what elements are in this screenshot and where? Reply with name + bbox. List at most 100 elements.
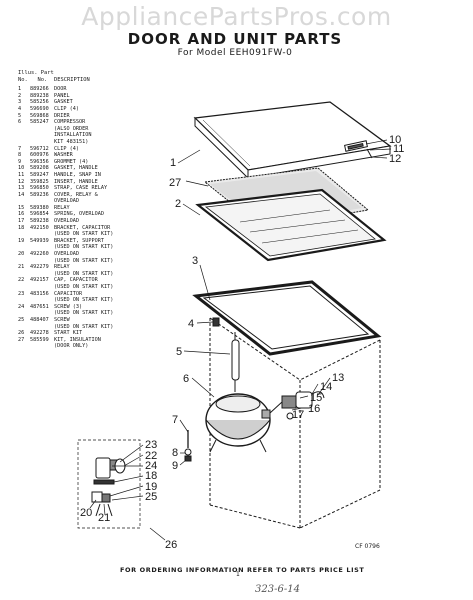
part-illus-no: 22 [18,277,25,284]
callout-27: 27 [169,177,181,189]
callout-16: 16 [308,403,320,415]
part-illus-no: 12 [18,178,25,185]
callout-17: 17 [292,409,304,421]
parts-list-row: (USED ON START KIT) [18,258,158,265]
part-description: (USED ON START KIT) [54,257,114,264]
part-number: 585599 [30,336,49,343]
part-number: 600976 [30,152,49,159]
start-kit-frame [77,439,141,529]
header-illus: Illus. [18,70,38,76]
part-description: WASHER [54,152,73,159]
part-illus-no: 6 [18,119,22,126]
part-description: KIT, INSULATION [54,336,101,343]
part-number: 596854 [30,211,49,218]
callout-12: 12 [389,153,401,165]
part-description: RELAY [54,204,70,211]
callout-26: 26 [165,539,177,551]
callout-3: 3 [192,255,198,267]
part-illus-no: 26 [18,330,25,337]
callout-8: 8 [172,447,178,459]
callout-2: 2 [175,198,181,210]
part-illus-no: 2 [18,92,22,99]
parts-list-row: 27 585599 KIT, INSULATION [18,337,158,344]
start-kit [91,457,126,517]
callout-7: 7 [172,414,178,426]
part-number: 492260 [30,251,49,258]
leader-lines [89,139,392,541]
part-illus-no: 25 [18,316,25,323]
callout-13: 13 [332,372,344,384]
parts-list-row: 12 359825 INSERT, HANDLE [18,179,158,186]
header-description: DESCRIPTION [54,76,90,83]
part-number: 492279 [30,264,49,271]
page-title: DOOR AND UNIT PARTS [127,30,343,48]
part-description: COMPRESSOR [54,119,86,126]
part-description: (USED ON START KIT) [54,284,114,290]
parts-list-row: (ALSO ORDER [18,126,158,133]
watermark: AppliancePartsPros.com [81,2,392,31]
part-illus-no: 21 [18,264,25,271]
part-description: BRACKET, CAPACITOR [54,224,111,231]
part-description: HANDLE, SNAP IN [54,171,101,178]
part-illus-no: 23 [18,290,25,297]
part-number: 359825 [30,178,49,185]
parts-list-row: (DOOR ONLY) [18,343,158,350]
part-illus-no: 11 [18,171,25,178]
part-number: 589236 [30,191,49,198]
part-description: (USED ON START KIT) [54,231,114,238]
callout-25: 25 [145,491,157,503]
callout-labels: 1 2 3 4 5 6 7 8 9 10 11 12 13 14 15 16 1… [80,134,404,578]
header-part: Part [40,70,54,76]
gasket [192,280,382,356]
part-number: 488407 [30,316,49,323]
part-number: 549939 [30,237,49,244]
parts-list-row: (USED ON START KIT) [18,310,158,317]
parts-list-row: OVERLOAD [18,198,158,205]
part-description: GASKET, HANDLE [54,165,98,172]
callout-24: 24 [145,460,157,472]
parts-list-row: KIT 483151) [18,139,158,146]
header-no: No. [18,76,28,83]
part-description: COVER, RELAY & [54,191,98,198]
part-illus-no: 24 [18,303,25,310]
part-illus-no: 1 [18,86,22,93]
part-illus-no: 10 [18,165,25,172]
part-description: (USED ON START KIT) [54,310,114,317]
callout-19: 19 [145,481,157,493]
part-number: 596712 [30,145,49,152]
callout-14: 14 [320,381,332,393]
part-illus-no: 27 [18,336,25,343]
part-description: INSERT, HANDLE [54,178,98,185]
part-number: 596850 [30,185,49,192]
part-description: (ALSO ORDER [54,125,89,132]
part-illus-no: 5 [18,112,22,119]
callout-18: 18 [145,470,157,482]
parts-list-header: Illus. Part No. No. DESCRIPTION [18,70,158,83]
parts-list-row: (USED ON START KIT) [18,271,158,278]
part-description: (USED ON START KIT) [54,297,114,304]
part-number: 492278 [30,330,49,337]
callout-6: 6 [183,373,189,385]
part-illus-no: 4 [18,105,22,112]
part-description: CLIP (4) [54,145,79,152]
part-description: CAP, CAPACITOR [54,277,98,284]
part-number: 492157 [30,277,49,284]
